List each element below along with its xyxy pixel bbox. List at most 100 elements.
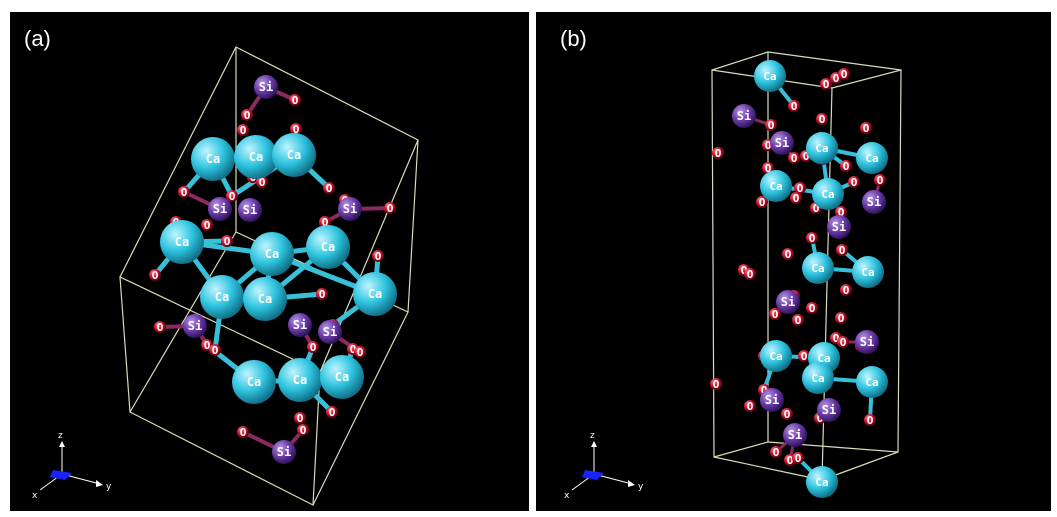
cell-edge xyxy=(129,231,237,413)
cell-edge xyxy=(831,69,902,89)
atom-o: O xyxy=(782,248,794,261)
axis-label-y: y xyxy=(638,482,644,492)
atom-o: O xyxy=(837,336,849,349)
atom-symbol: O xyxy=(292,94,299,107)
atom-o: O xyxy=(712,147,724,160)
atom-o: O xyxy=(874,174,886,187)
atom-ca: Ca xyxy=(852,256,884,288)
atom-symbol: O xyxy=(713,378,720,391)
atom-ca: Ca xyxy=(856,142,888,174)
atom-symbol: O xyxy=(152,269,159,282)
atom-symbol: Si xyxy=(775,136,789,150)
atom-o: O xyxy=(237,124,249,137)
atom-symbol: O xyxy=(839,244,846,257)
atom-symbol: O xyxy=(322,216,329,229)
atom-symbol: Ca xyxy=(763,70,776,83)
atom-o: O xyxy=(209,344,221,357)
atom-symbol: O xyxy=(181,186,188,199)
atom-si: Si xyxy=(827,215,851,239)
atom-symbol: O xyxy=(229,190,236,203)
atom-symbol: Ca xyxy=(861,266,874,279)
panel-label-b: (b) xyxy=(560,26,587,51)
atom-o: O xyxy=(790,192,802,205)
atom-symbol: Ca xyxy=(335,370,349,384)
atom-symbol: O xyxy=(204,339,211,352)
atom-o: O xyxy=(836,244,848,257)
atom-o: O xyxy=(756,196,768,209)
atom-ca: Ca xyxy=(200,275,244,319)
atom-symbol: O xyxy=(791,100,798,113)
atom-o: O xyxy=(765,119,777,132)
atom-o: O xyxy=(806,232,818,245)
atom-ca: Ca xyxy=(806,132,838,164)
atom-symbol: Ca xyxy=(815,142,828,155)
atom-symbol: O xyxy=(759,196,766,209)
cell-edge xyxy=(897,69,902,453)
atom-ca: Ca xyxy=(250,232,294,276)
atom-o: O xyxy=(316,288,328,301)
atom-symbol: O xyxy=(803,150,810,163)
atom-symbol: O xyxy=(240,124,247,137)
atom-symbol: O xyxy=(350,343,357,356)
structure-panel-a: (a) OOOOOOOOOOOOOOOOOOOOOOOOOOOOOOOSiSiS… xyxy=(10,12,529,511)
atom-o: O xyxy=(154,321,166,334)
atom-si: Si xyxy=(783,423,807,447)
atom-ca: Ca xyxy=(806,466,838,498)
atom-o: O xyxy=(241,109,253,122)
atom-symbol: Si xyxy=(259,80,273,94)
atom-symbol: O xyxy=(741,264,748,277)
atom-o: O xyxy=(769,308,781,321)
atom-symbol: O xyxy=(297,412,304,425)
atom-symbol: O xyxy=(293,123,300,136)
atom-symbol: Ca xyxy=(769,180,782,193)
atom-si: Si xyxy=(817,398,841,422)
atom-o: O xyxy=(294,412,306,425)
atom-ca: Ca xyxy=(232,360,276,404)
atom-symbol: Ca xyxy=(258,292,272,306)
atom-symbol: O xyxy=(715,147,722,160)
cell-edge xyxy=(711,51,769,71)
atom-symbol: O xyxy=(319,288,326,301)
atom-ca: Ca xyxy=(234,135,278,179)
atom-symbol: Ca xyxy=(175,235,189,249)
atom-symbol: O xyxy=(863,122,870,135)
cell-edge xyxy=(129,411,314,506)
atom-o: O xyxy=(384,202,396,215)
axis-triad: zyx xyxy=(564,431,644,501)
atom-symbol: O xyxy=(817,412,824,425)
atom-symbol: O xyxy=(747,268,754,281)
atom-symbol: O xyxy=(867,414,874,427)
atom-o: O xyxy=(860,122,872,135)
atom-o: O xyxy=(326,406,338,419)
atom-o: O xyxy=(788,152,800,165)
atom-symbol: Ca xyxy=(368,287,382,301)
atom-symbol: O xyxy=(841,68,848,81)
atom-symbol: O xyxy=(843,284,850,297)
atom-o: O xyxy=(770,446,782,459)
panel-label-a: (a) xyxy=(24,26,51,51)
atom-o: O xyxy=(840,160,852,173)
atom-symbol: O xyxy=(768,119,775,132)
atom-symbol: Ca xyxy=(865,376,878,389)
atom-o: O xyxy=(149,269,161,282)
atom-o: O xyxy=(835,206,847,219)
atom-ca: Ca xyxy=(191,137,235,181)
atom-symbol: O xyxy=(801,350,808,363)
atom-symbol: Ca xyxy=(249,150,263,164)
cell-edge xyxy=(713,441,769,458)
atom-si: Si xyxy=(338,197,362,221)
atom-symbol: Ca xyxy=(247,375,261,389)
atom-symbol: O xyxy=(787,454,794,467)
atom-ca: Ca xyxy=(353,272,397,316)
atom-symbol: O xyxy=(797,182,804,195)
atom-o: O xyxy=(372,250,384,263)
atom-o: O xyxy=(864,414,876,427)
atom-o: O xyxy=(178,186,190,199)
atom-ca: Ca xyxy=(160,220,204,264)
atom-o: O xyxy=(781,408,793,421)
atom-symbol: O xyxy=(259,176,266,189)
atom-si: Si xyxy=(770,131,794,155)
atom-o: O xyxy=(221,235,233,248)
atom-symbol: O xyxy=(793,192,800,205)
